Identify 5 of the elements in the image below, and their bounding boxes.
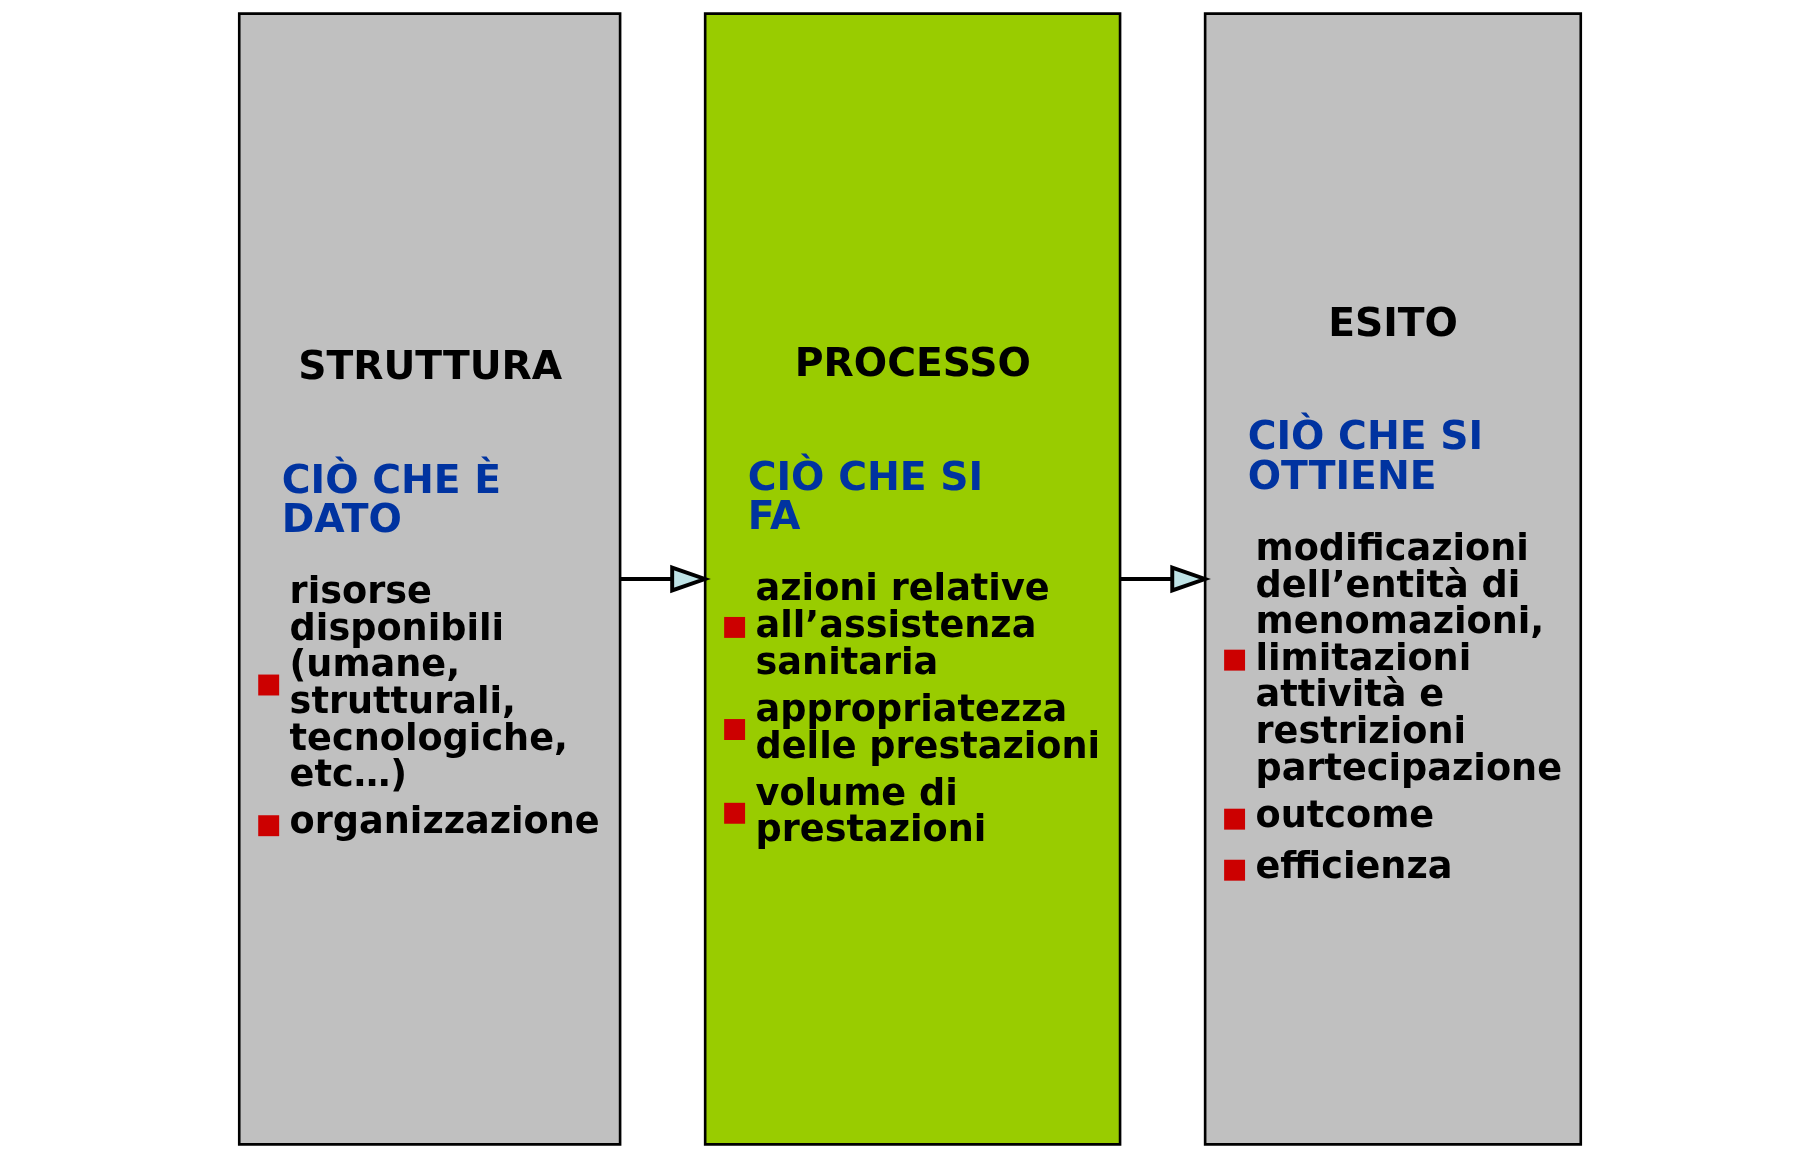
node-box: PROCESSO CIÒ CHE SI FA azioni relative all’assistenza sanitaria appropriatezza delle prestazioni volume di prestazioni xyxy=(703,12,1122,1146)
node-box: ESITO CIÒ CHE SI OTTIENE modificazioni dell’entità di menomazioni, limitazioni attività e restrizioni partecipazione outcome efficienza xyxy=(1203,12,1583,1146)
arrow xyxy=(620,564,711,594)
arrow xyxy=(1120,564,1211,594)
node-box: STRUTTURA CIÒ CHE È DATO risorse disponibili (umane, strutturali, tecnologiche, etc…) organizzazione xyxy=(237,12,622,1146)
